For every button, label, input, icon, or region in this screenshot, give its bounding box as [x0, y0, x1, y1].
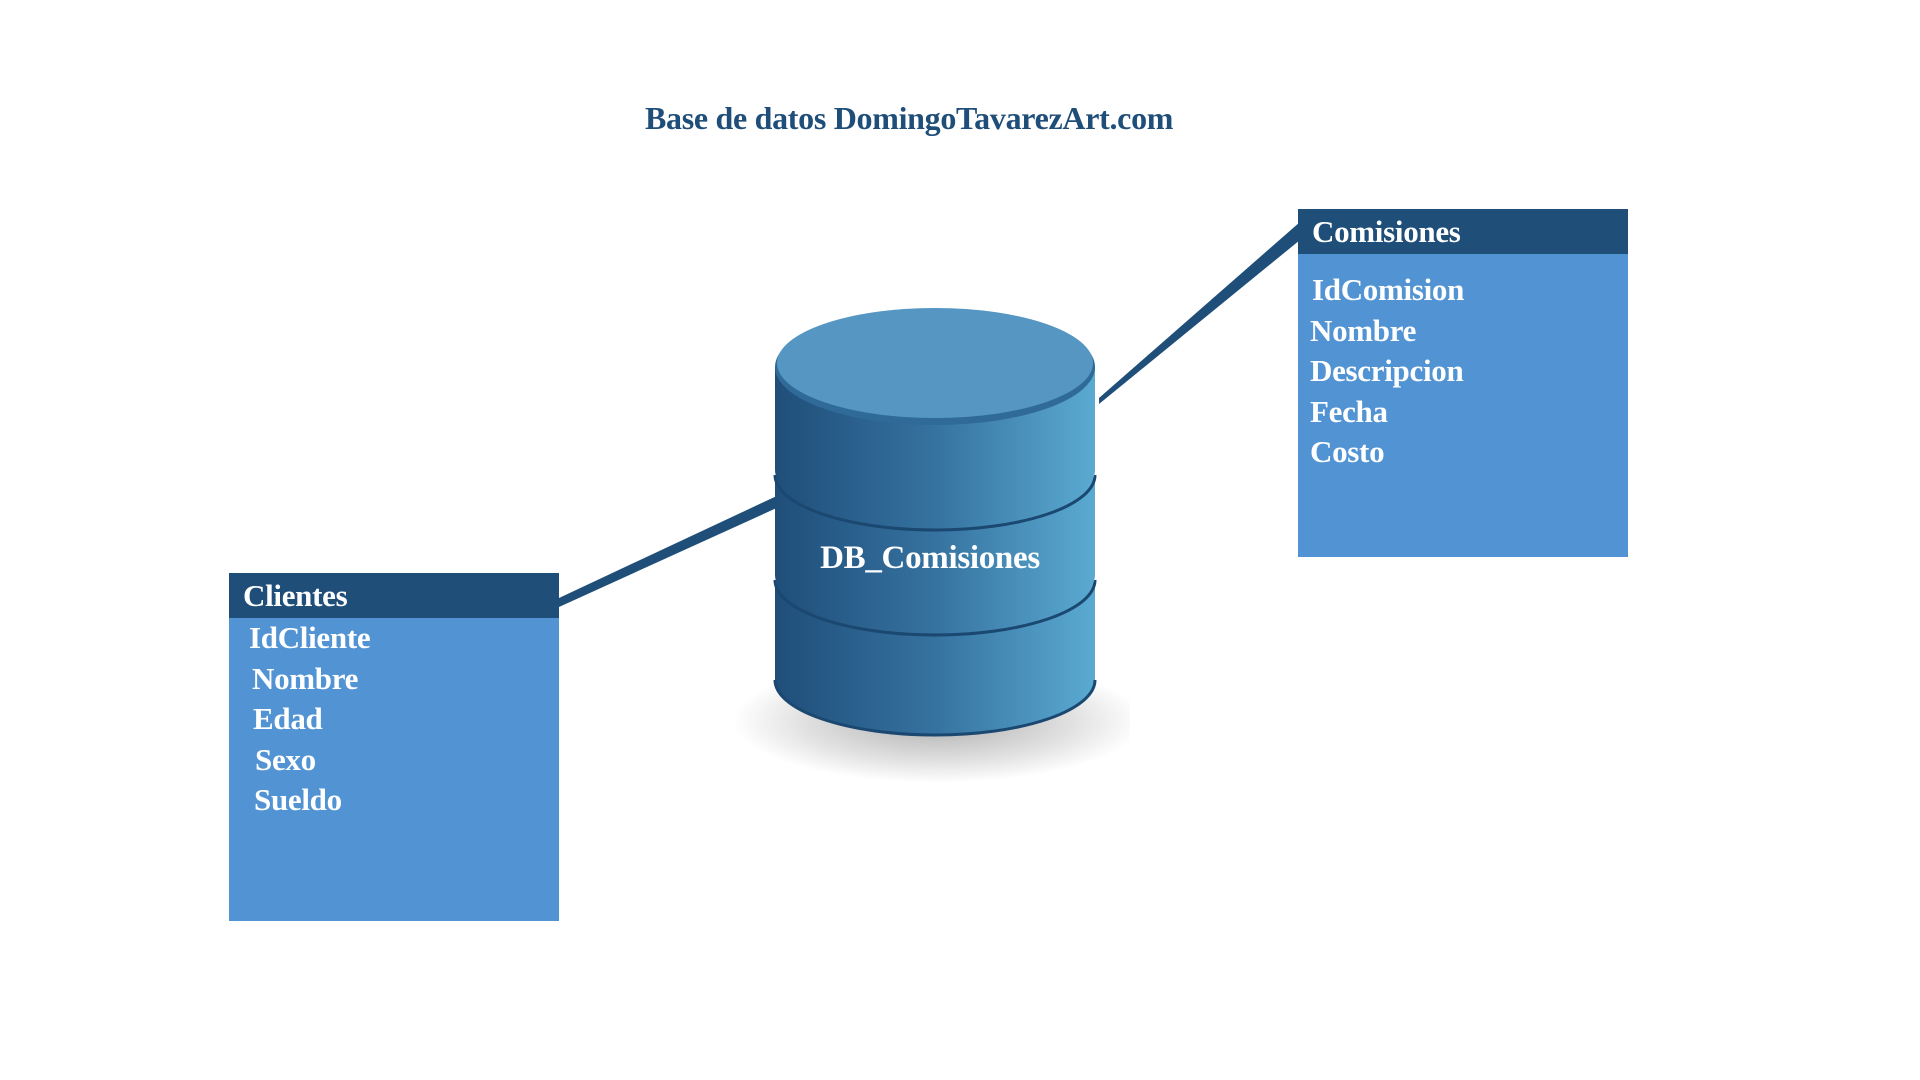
entity-clientes: Clientes IdCliente Nombre Edad Sexo Suel… — [229, 573, 559, 921]
field-sueldo: Sueldo — [254, 782, 342, 817]
entity-comisiones: Comisiones IdComision Nombre Descripcion… — [1298, 209, 1628, 557]
entity-clientes-header: Clientes — [229, 573, 559, 618]
entity-comisiones-fields: IdComision Nombre Descripcion Fecha Cost… — [1298, 254, 1628, 473]
entity-clientes-fields: IdCliente Nombre Edad Sexo Sueldo — [229, 618, 559, 821]
field-nombre: Nombre — [252, 660, 359, 696]
field-sexo: Sexo — [255, 741, 316, 777]
connector-db-comisiones — [1099, 222, 1300, 404]
field-idcomision: IdComision — [1312, 272, 1465, 307]
database-cylinder — [733, 308, 1130, 783]
entity-comisiones-header: Comisiones — [1298, 209, 1628, 254]
diagram-title: Base de datos DomingoTavarezArt.com — [645, 100, 1174, 136]
field-descripcion: Descripcion — [1310, 353, 1464, 388]
database-top-face — [777, 308, 1093, 418]
field-nombre: Nombre — [1310, 312, 1417, 348]
field-idcliente: IdCliente — [249, 620, 371, 655]
database-label: DB_Comisiones — [820, 540, 1040, 576]
connector-clientes-db — [559, 494, 781, 607]
field-fecha: Fecha — [1310, 393, 1388, 429]
field-edad: Edad — [253, 701, 323, 736]
field-costo: Costo — [1310, 434, 1385, 469]
